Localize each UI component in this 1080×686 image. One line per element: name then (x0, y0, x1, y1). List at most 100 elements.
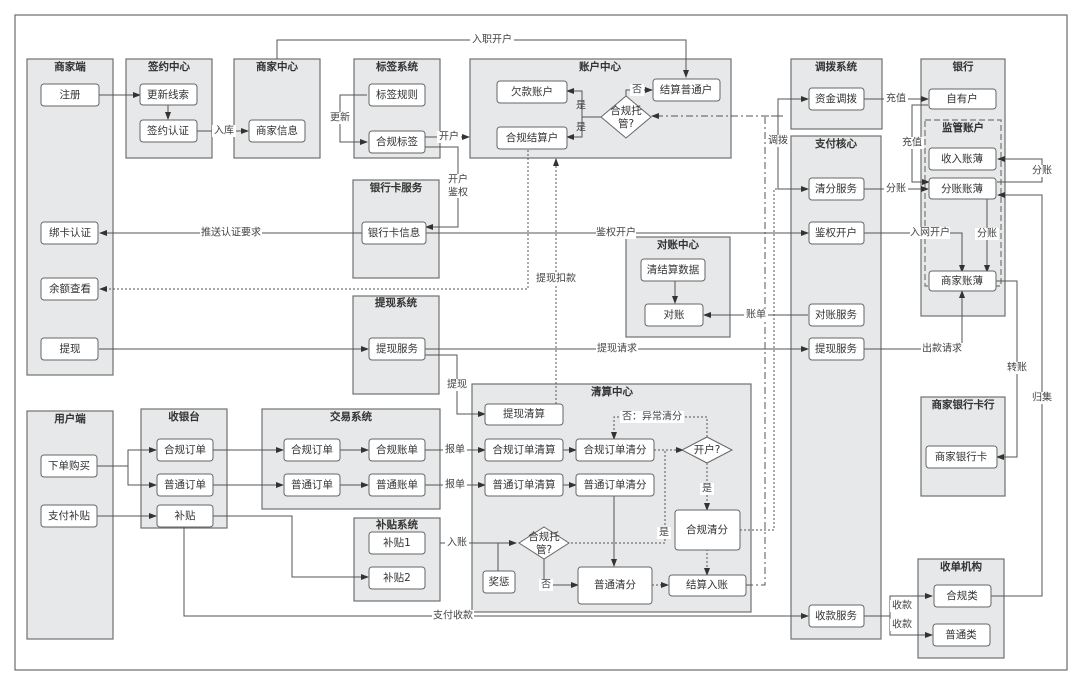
decision-compliance-custody-top[interactable]: 合规托 管? (600, 95, 652, 139)
node-recon-service[interactable]: 对账服务 (808, 303, 865, 327)
node-compliance-split[interactable]: 合规清分 (674, 509, 741, 551)
edge (864, 232, 965, 273)
group-title: 补贴系统 (375, 518, 418, 531)
edge-labels: 入职开户 入库 更新 开户 开户 鉴权 是 是 否 充值 充值 调拨 分账 分账… (200, 33, 1054, 631)
edge-label: 是 (702, 483, 712, 495)
edge (96, 447, 157, 467)
node-cashier-subsidy[interactable]: 补贴 (156, 504, 214, 528)
node-auth-open[interactable]: 鉴权开户 (808, 221, 865, 245)
node-clear-settle-data[interactable]: 清结算数据 (640, 258, 706, 282)
node-cashier-normal-order[interactable]: 普通订单 (156, 473, 214, 497)
node-label: 标签规则 (376, 88, 418, 101)
node-bankcard-info[interactable]: 银行卡信息 (361, 221, 427, 245)
group-title: 商家端 (54, 60, 86, 73)
node-compliance-order-split[interactable]: 合规订单清分 (575, 438, 655, 462)
node-fund-allocation[interactable]: 资金调拨 (808, 87, 865, 111)
node-label: 鉴权开户 (815, 226, 857, 239)
node-reconcile[interactable]: 对账 (644, 303, 704, 327)
edge (183, 526, 809, 619)
node-label: 对账 (664, 308, 685, 321)
node-trade-compliance-bill[interactable]: 合规账单 (368, 438, 426, 462)
node-label: 合规订单 (291, 443, 333, 456)
decision-open-account[interactable]: 开户? (680, 436, 734, 464)
node-balance-view[interactable]: 余额查看 (40, 277, 99, 301)
node-label: 结算普通户 (660, 83, 713, 96)
node-label: 清分服务 (815, 182, 857, 195)
node-label: 合规结算户 (506, 131, 559, 144)
group-title: 监管账户 (942, 121, 984, 134)
node-tag-rules[interactable]: 标签规则 (368, 83, 426, 107)
node-label: 余额查看 (49, 282, 91, 295)
group-payment-core: 支付核心 (790, 135, 882, 640)
edge-label: 转账 (1007, 361, 1027, 374)
node-collect-service[interactable]: 收款服务 (808, 604, 865, 628)
node-normal-settle-account[interactable]: 结算普通户 (652, 78, 721, 102)
node-reward-penalty[interactable]: 奖惩 (482, 570, 516, 594)
node-settle-entry[interactable]: 结算入账 (668, 574, 747, 597)
node-update-leads[interactable]: 更新线索 (139, 83, 198, 106)
node-subsidy2[interactable]: 补贴2 (368, 566, 426, 590)
edge (566, 117, 583, 140)
node-split-ledger[interactable]: 分账账薄 (928, 177, 997, 200)
node-trade-normal-order[interactable]: 普通订单 (283, 473, 341, 497)
edge-label: 否 (632, 84, 642, 96)
node-label: 奖惩 (489, 575, 510, 588)
node-cashier-compliance-order[interactable]: 合规订单 (156, 438, 214, 462)
node-compliance-order-clearing[interactable]: 合规订单清算 (484, 438, 564, 462)
node-normal-split[interactable]: 普通清分 (577, 566, 653, 605)
node-own-account[interactable]: 自有户 (928, 88, 997, 110)
node-sign-auth[interactable]: 签约认证 (139, 119, 198, 143)
node-clearing-service[interactable]: 清分服务 (808, 177, 865, 201)
node-bind-card[interactable]: 绑卡认证 (40, 221, 99, 245)
node-trade-normal-bill[interactable]: 普通账单 (368, 473, 426, 497)
group-title: 调拨系统 (815, 60, 857, 73)
edge-label: 支付收款 (433, 609, 473, 622)
node-label: 银行卡信息 (368, 226, 421, 239)
node-pay-subsidy[interactable]: 支付补贴 (40, 504, 98, 528)
node-label: 欠款账户 (511, 85, 553, 98)
group-title: 支付核心 (814, 137, 857, 150)
node-withdraw-clearing[interactable]: 提现清算 (484, 403, 564, 426)
node-compliance-tag[interactable]: 合规标签 (368, 130, 426, 154)
edge-label: 推送认证要求 (201, 226, 261, 239)
node-trade-compliance-order[interactable]: 合规订单 (283, 438, 341, 462)
node-label: 普通订单 (291, 478, 333, 491)
node-normal-type[interactable]: 普通类 (932, 623, 991, 647)
decision-compliance-custody-bottom[interactable]: 合规托 管? (518, 526, 570, 560)
edge-label: 否 (541, 579, 551, 591)
edge-label: 否：异常清分 (622, 410, 682, 423)
node-withdraw-service-core[interactable]: 提现服务 (808, 337, 865, 361)
group-title: 交易系统 (330, 410, 372, 423)
node-income-ledger[interactable]: 收入账薄 (928, 147, 997, 171)
node-label: 合规账单 (376, 443, 418, 456)
node-label: 提现服务 (815, 342, 857, 355)
node-normal-order-split[interactable]: 普通订单清分 (575, 473, 655, 497)
decision-label: 合规托 (528, 530, 560, 543)
node-subsidy1[interactable]: 补贴1 (368, 531, 426, 555)
node-label: 普通账单 (376, 478, 418, 491)
group-title: 银行 (953, 60, 974, 73)
node-merchant-bankcard[interactable]: 商家银行卡 (925, 445, 998, 469)
node-withdraw[interactable]: 提现 (40, 337, 99, 361)
edge (127, 466, 157, 488)
node-withdraw-service[interactable]: 提现服务 (368, 337, 426, 361)
node-compliance-type[interactable]: 合规类 (933, 584, 992, 608)
edge (740, 186, 809, 531)
edge-label: 充值 (902, 136, 922, 149)
node-normal-order-clearing[interactable]: 普通订单清算 (484, 473, 564, 497)
node-debt-account[interactable]: 欠款账户 (496, 80, 568, 104)
node-place-order[interactable]: 下单购买 (40, 454, 98, 478)
edge (746, 115, 783, 586)
node-label: 合规清分 (686, 523, 728, 536)
node-label: 合规订单清算 (493, 443, 556, 456)
node-merchant-ledger[interactable]: 商家账薄 (928, 270, 997, 292)
group-merchant-client: 商家端 (26, 58, 114, 376)
node-label: 收入账薄 (941, 152, 983, 165)
edge-label: 鉴权开户 (596, 226, 636, 239)
node-compliance-settle-account[interactable]: 合规结算户 (496, 126, 568, 150)
node-label: 绑卡认证 (49, 226, 91, 239)
node-register[interactable]: 注册 (40, 83, 100, 107)
edge (566, 88, 602, 118)
node-merchant-info[interactable]: 商家信息 (248, 119, 306, 143)
